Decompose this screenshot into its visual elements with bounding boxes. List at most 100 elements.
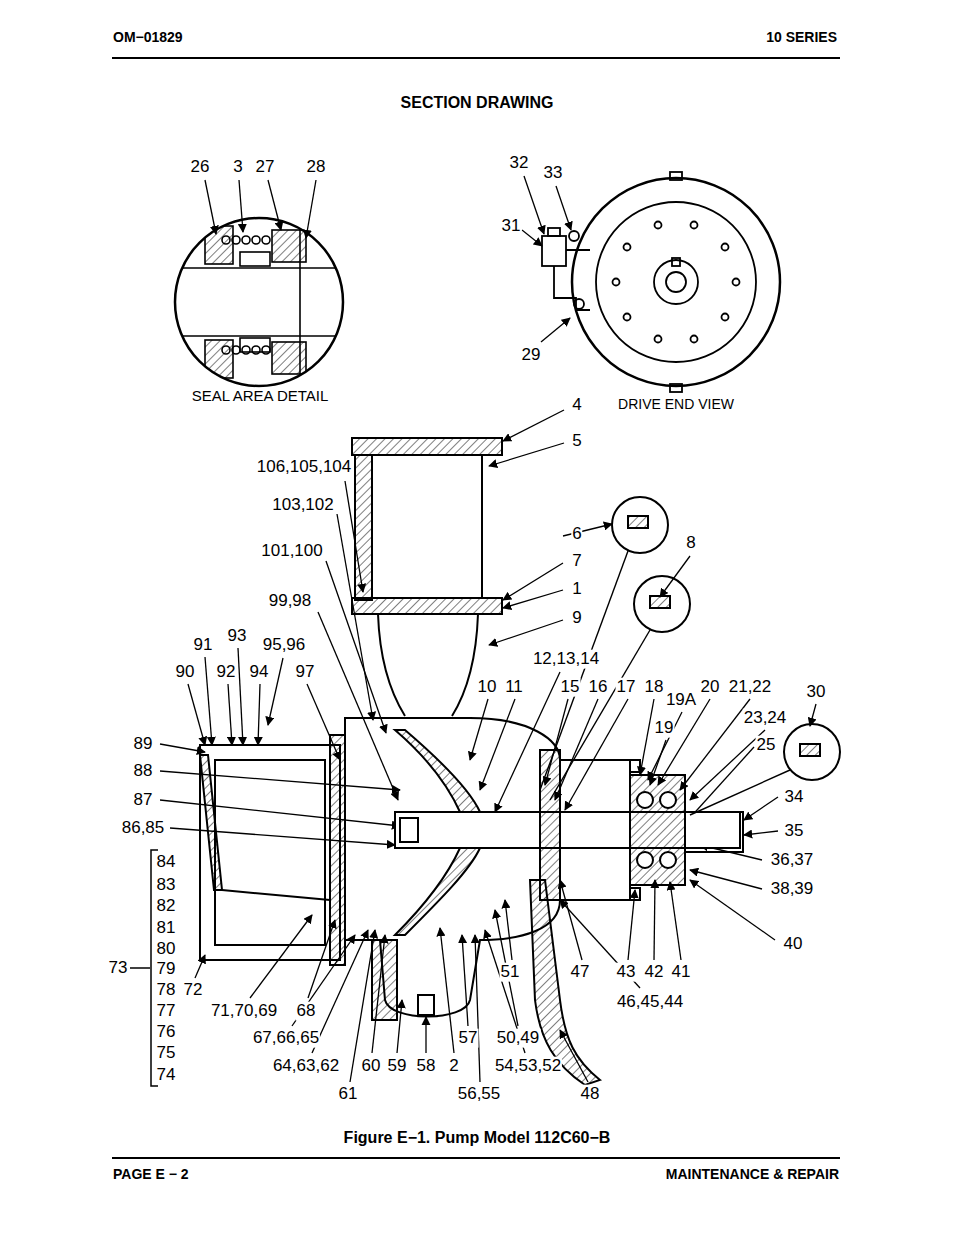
callout-number: 82 (156, 897, 177, 916)
leader-line (810, 704, 816, 726)
callout-number: 10 (477, 678, 498, 697)
leader-line (565, 699, 628, 810)
leader-line (541, 318, 570, 342)
callout-number: 54,53,52 (494, 1057, 562, 1076)
callout-number: 72 (183, 981, 204, 1000)
callout-number: 15 (560, 678, 581, 697)
leader-line (205, 657, 212, 745)
leader-line (522, 230, 542, 246)
callout-number: 74 (156, 1066, 177, 1085)
leader-line (560, 900, 640, 988)
callout-number: 20 (700, 678, 721, 697)
callout-number: 97 (295, 663, 316, 682)
leader-line (524, 176, 544, 234)
callout-number: 88 (133, 762, 154, 781)
leader-line (489, 620, 563, 645)
leader-line (440, 928, 454, 1053)
callout-number: 90 (175, 663, 196, 682)
callout-number: 43 (616, 963, 637, 982)
callout-number: 50,49 (496, 1029, 541, 1048)
leader-line (470, 699, 488, 760)
callout-number: 47 (570, 963, 591, 982)
callout-number: 58 (416, 1057, 437, 1076)
callout-number: 89 (133, 735, 154, 754)
callout-number: 60 (361, 1057, 382, 1076)
callout-number: 56,55 (457, 1085, 502, 1104)
callout-number: 9 (571, 609, 582, 628)
callout-number: 106,105,104 (256, 458, 353, 477)
pump-section (130, 438, 840, 1086)
callout-number: 18 (644, 678, 665, 697)
leader-line (688, 747, 754, 820)
leader-line (250, 915, 312, 998)
leader-line (425, 1017, 426, 1053)
callout-number: 2 (448, 1057, 459, 1076)
callout-number: 7 (571, 552, 582, 571)
callout-number: 4 (571, 396, 582, 415)
callout-number: 87 (133, 791, 154, 810)
callout-number: 73 (108, 959, 129, 978)
callout-number: 71,70,69 (210, 1002, 278, 1021)
callout-number: 33 (543, 164, 564, 183)
callout-number: 6 (571, 525, 582, 544)
leader-line (306, 180, 316, 238)
callout-number: 67,66,65 (252, 1029, 320, 1048)
leader-line (160, 744, 205, 752)
callout-number: 29 (521, 346, 542, 365)
leader-line (268, 180, 281, 230)
leader-line (239, 180, 243, 232)
callout-number: 1 (571, 580, 582, 599)
callout-number: 17 (616, 678, 637, 697)
leader-line (160, 800, 400, 826)
page-text: OM−01829 (112, 30, 184, 45)
callout-number: 78 (156, 981, 177, 1000)
callout-number: 93 (227, 627, 248, 646)
callout-number: 36,37 (770, 851, 815, 870)
callout-number: 61 (338, 1085, 359, 1104)
callout-number: 19 (654, 719, 675, 738)
callout-number: 41 (671, 963, 692, 982)
callout-number: 8 (685, 534, 696, 553)
callout-number: 101,100 (260, 542, 323, 561)
leader-line (205, 180, 216, 234)
leader-line (480, 699, 515, 790)
callout-number: 76 (156, 1023, 177, 1042)
leader-line (690, 880, 775, 940)
page-rules (112, 58, 840, 1158)
callout-number: 34 (784, 788, 805, 807)
callout-number: 3 (232, 158, 243, 177)
leader-line (258, 684, 260, 745)
callout-number: 79 (156, 960, 177, 979)
leader-line (555, 699, 598, 800)
callout-number: 35 (784, 822, 805, 841)
leader-line (503, 590, 563, 608)
leader-line (170, 828, 395, 845)
leader-line (648, 712, 682, 780)
callout-number: 95,96 (262, 636, 307, 655)
callout-number: 99,98 (268, 592, 313, 611)
callout-number: 28 (306, 158, 327, 177)
callout-number: 11 (504, 678, 524, 697)
callout-number: 40 (783, 935, 804, 954)
leader-line (556, 186, 571, 230)
leader-line (744, 831, 778, 835)
callout-number: 16 (588, 678, 609, 697)
callout-number: 57 (458, 1029, 479, 1048)
leader-line (690, 870, 762, 889)
callout-number: 103,102 (271, 496, 334, 515)
page-text: 10 SERIES (765, 30, 838, 45)
callout-number: 25 (756, 736, 777, 755)
leader-line (503, 563, 563, 600)
leader-line (462, 935, 468, 1026)
callout-number: 12,13,14 (532, 650, 600, 669)
callout-number: 38,39 (770, 880, 815, 899)
callout-number: 46,45,44 (616, 993, 684, 1012)
leader-line (654, 880, 655, 960)
page-text: DRIVE END VIEW (617, 397, 735, 412)
leader-line (228, 684, 232, 745)
callout-number: 64,63,62 (272, 1057, 340, 1076)
callout-number: 23,24 (743, 709, 788, 728)
callout-number: 31 (501, 217, 522, 236)
figure-caption: Figure E−1. Pump Model 112C60−B (343, 1129, 612, 1147)
